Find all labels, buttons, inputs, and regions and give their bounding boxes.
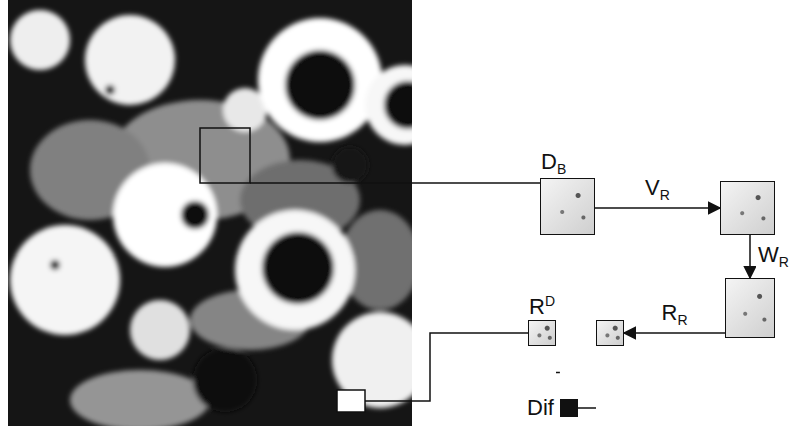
bracket-line — [578, 407, 596, 409]
dark-spot — [181, 201, 209, 229]
box-heading: DB — [541, 151, 566, 176]
ring-core — [384, 81, 412, 129]
white-blob — [85, 15, 175, 105]
edge-label: WR — [756, 244, 791, 269]
leader-line — [365, 333, 528, 401]
micrograph — [8, 0, 412, 426]
white-blob — [10, 10, 70, 70]
white-blob — [10, 225, 120, 335]
flow-arrow — [749, 235, 751, 278]
patch-box: RD — [528, 320, 556, 346]
leader-line — [250, 182, 540, 184]
patch-box — [725, 278, 775, 338]
region-marker — [200, 128, 250, 183]
dark-spot — [193, 348, 257, 412]
bracket-line — [556, 372, 560, 374]
patch-box: DB — [540, 178, 595, 235]
ring-core — [262, 232, 334, 304]
dark-spot — [105, 85, 115, 95]
flow-arrow — [595, 207, 720, 209]
output-label: Dif — [527, 397, 554, 419]
ring-core — [285, 50, 355, 120]
region-marker — [337, 390, 365, 412]
ring — [235, 210, 355, 330]
difference-square — [560, 399, 578, 417]
box-heading: RD — [529, 294, 555, 318]
patch-box — [720, 181, 775, 235]
patch-box — [596, 320, 624, 346]
grey-patch — [70, 370, 210, 426]
edge-label: VR — [643, 177, 672, 202]
ring — [365, 65, 412, 145]
dark-spot — [332, 147, 368, 183]
texture — [10, 10, 412, 426]
white-blob — [130, 300, 190, 360]
ring — [258, 18, 382, 142]
edge-label: RR — [659, 302, 689, 327]
dark-spot — [50, 260, 60, 270]
flow-arrow — [624, 332, 725, 334]
difference-output: Dif — [527, 397, 578, 419]
white-blob — [113, 163, 217, 267]
